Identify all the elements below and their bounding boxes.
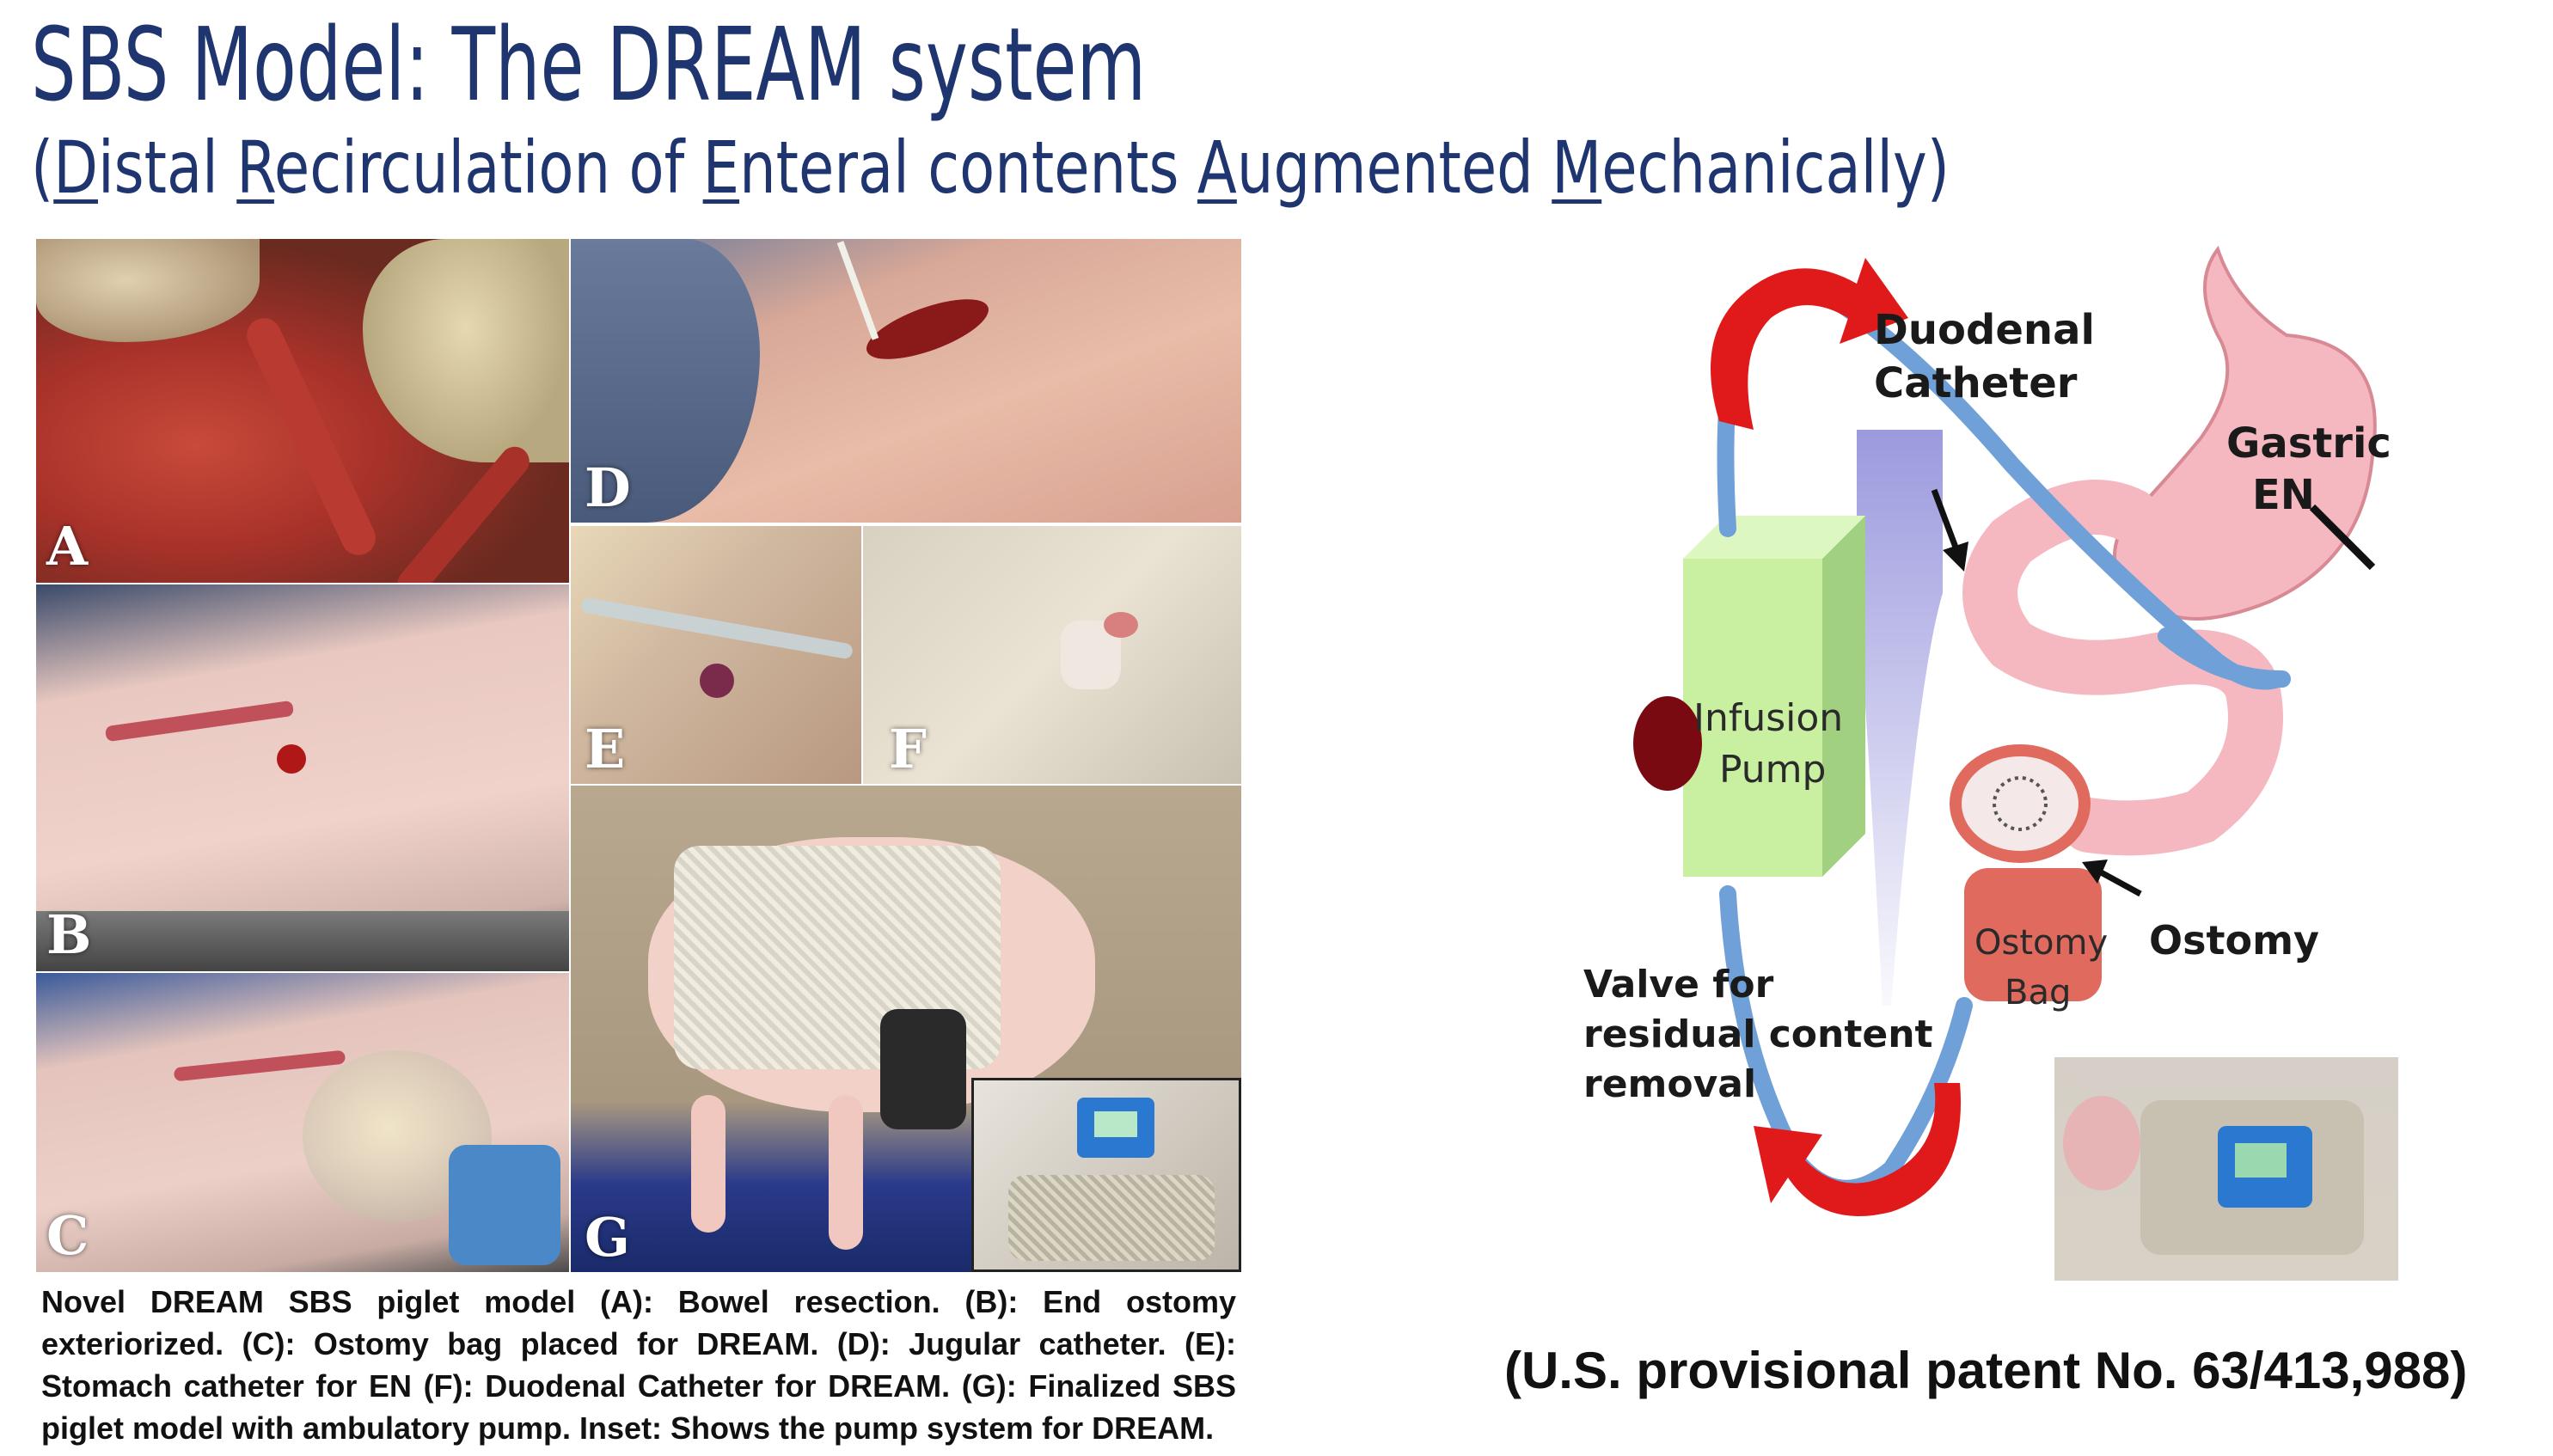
photo-panel-b: B: [36, 584, 569, 971]
duodenal-catheter-label-2: Catheter: [1874, 359, 2078, 407]
valve-label-3: removal: [1583, 1062, 1756, 1106]
ostomy-bag: [1964, 868, 2102, 1001]
panel-label-g: G: [585, 1206, 630, 1269]
panel-label-b: B: [46, 903, 92, 966]
photo-panel-a: A: [36, 239, 569, 583]
pump-side: [1822, 516, 1865, 877]
duodenal-catheter-label-1: Duodenal: [1874, 306, 2095, 354]
diagram-inset-photo: [2054, 1057, 2398, 1281]
duodenal-catheter-gradient: [1857, 430, 1943, 1006]
panel-label-c: C: [46, 1204, 89, 1267]
gastric-en-line: [2309, 504, 2376, 571]
ostomy-bag-label-1: Ostomy: [1974, 923, 2108, 963]
ostomy-bag-label-2: Bag: [2005, 973, 2071, 1012]
panel-label-a: A: [46, 515, 89, 578]
panel-label-e: E: [585, 718, 626, 780]
figure-caption: Novel DREAM SBS piglet model (A): Bowel …: [41, 1284, 1236, 1446]
photo-panel-d: D: [571, 239, 1241, 523]
patent-note: (U.S. provisional patent No. 63/413,988): [1504, 1342, 2468, 1399]
dream-diagram: Duodenal Catheter Gastric EN Infusion Pu…: [1583, 245, 2398, 1281]
infusion-pump-box: [1683, 559, 1822, 877]
pump-label-1: Infusion: [1693, 696, 1843, 740]
ostomy-ring: [1950, 744, 2091, 863]
photo-panel-g: G: [571, 786, 1241, 1272]
panel-label-d: D: [585, 456, 631, 519]
photo-panel-c: C: [36, 973, 569, 1272]
recirculation-arrow-bottom: [1754, 1083, 1961, 1216]
valve-label-1: Valve for: [1583, 963, 1774, 1006]
panel-label-f: F: [889, 718, 928, 780]
recirculation-arrow-top: [1711, 258, 1908, 430]
photo-panel-e: E: [571, 526, 861, 784]
page-title: SBS Model: The DREAM system: [31, 5, 1147, 124]
gastric-label-2: EN: [2252, 471, 2315, 519]
photo-panel-f: F: [863, 526, 1241, 784]
pump-label-2: Pump: [1719, 748, 1826, 792]
intestine-shape: [1962, 480, 2283, 856]
valve: [1633, 696, 1702, 791]
page-subtitle: (Distal Recirculation of Enteral content…: [31, 125, 1950, 210]
inset-photo: [971, 1078, 1241, 1272]
ostomy-label: Ostomy: [2149, 917, 2319, 964]
valve-label-2: residual content: [1583, 1012, 1933, 1056]
gastric-label-1: Gastric: [2226, 419, 2391, 468]
